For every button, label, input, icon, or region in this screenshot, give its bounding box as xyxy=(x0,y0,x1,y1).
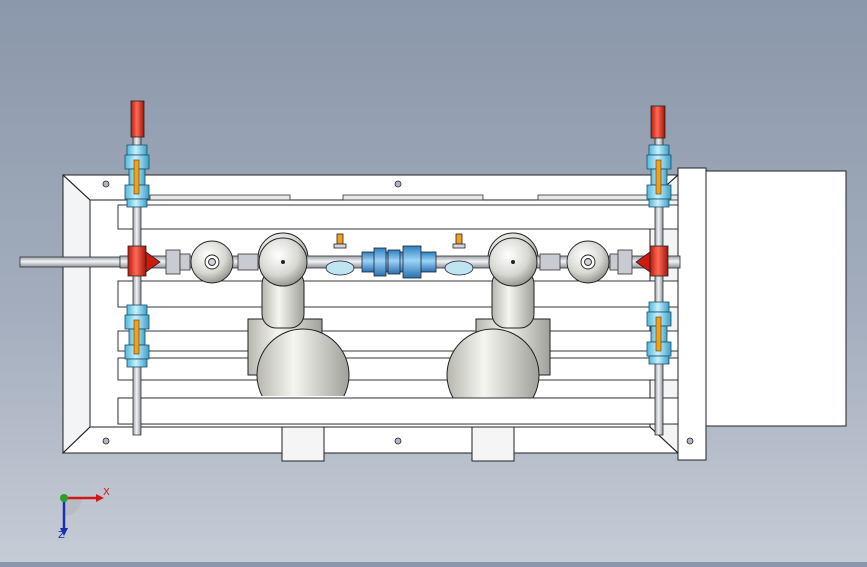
valve-handles xyxy=(130,100,666,139)
right-end-box xyxy=(677,167,847,461)
top-rail-ribs xyxy=(149,194,679,201)
center-assembly xyxy=(325,233,474,279)
pump-heads xyxy=(258,237,538,287)
support-feet xyxy=(281,426,515,462)
axis-z-label: Z xyxy=(58,530,65,541)
sight-glasses xyxy=(133,159,662,355)
bolt-holes xyxy=(102,180,694,445)
header-fittings xyxy=(165,249,633,275)
bottom-slat xyxy=(117,397,679,425)
check-valves xyxy=(190,240,610,284)
tee-valves xyxy=(127,245,669,277)
orientation-triad xyxy=(60,494,104,536)
axis-x-label: X xyxy=(103,487,110,498)
inlet-pipe xyxy=(19,256,121,268)
